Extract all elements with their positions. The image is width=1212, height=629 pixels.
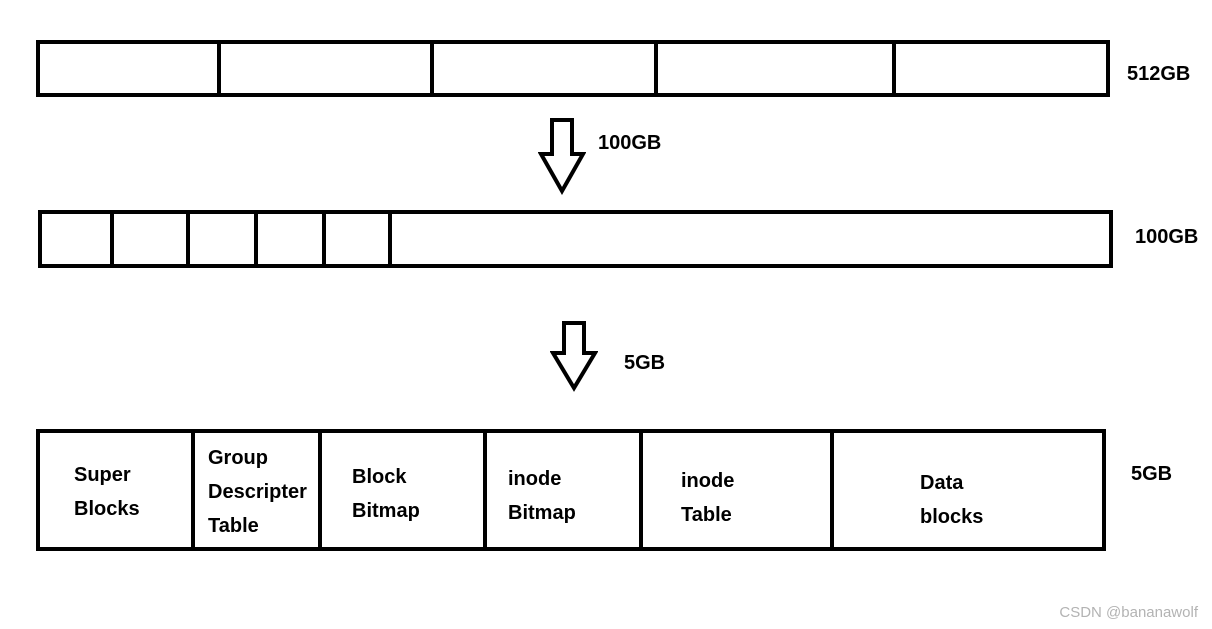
disk-partition-1 — [40, 44, 221, 93]
super-blocks-cell: Super Blocks — [40, 433, 195, 547]
data-blocks-cell: Data blocks — [920, 472, 984, 528]
disk-size-label: 512GB — [1127, 63, 1191, 85]
block-group-side-label: 5GB — [1131, 463, 1173, 485]
block-group-5 — [326, 214, 392, 264]
inode-bitmap-cell: inode Bitmap — [487, 433, 643, 547]
block-group-1 — [42, 214, 114, 264]
block-group-bar-5gb: Super Blocks Group Descripter Table Bloc… — [36, 429, 1106, 551]
disk-partition-4 — [658, 44, 896, 93]
disk-partition-5 — [896, 44, 1106, 93]
block-bitmap-cell: Block Bitmap — [322, 433, 487, 547]
partition-size-label: 100GB — [598, 132, 662, 154]
disk-partition-3 — [434, 44, 658, 93]
group-descriptor-table-cell: Group Descripter Table — [195, 433, 322, 547]
down-arrow-icon — [550, 321, 598, 392]
watermark: CSDN @bananawolf — [1059, 604, 1198, 621]
disk-partition-2 — [221, 44, 434, 93]
block-group-3 — [190, 214, 258, 264]
inode-table-cell: inode Table — [643, 433, 834, 547]
block-group-rest — [392, 214, 1109, 264]
block-group-4 — [258, 214, 326, 264]
partition-bar-100gb — [38, 210, 1113, 268]
block-group-2 — [114, 214, 190, 264]
partition-size-side-label: 100GB — [1135, 226, 1199, 248]
block-group-size-label: 5GB — [624, 352, 666, 374]
down-arrow-icon — [538, 118, 586, 195]
disk-bar-512gb — [36, 40, 1110, 97]
